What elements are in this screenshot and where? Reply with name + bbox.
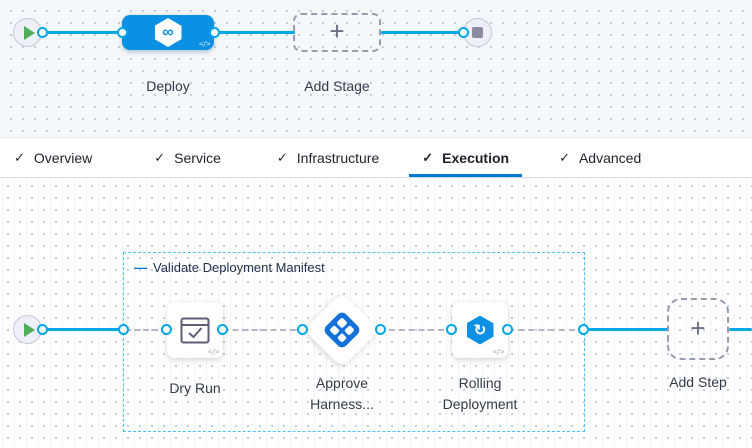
group-right-port — [578, 324, 589, 335]
rolling-deployment-icon: ↻ — [466, 315, 494, 345]
approval-icon — [322, 310, 362, 350]
stage-edge-addstage-end — [381, 31, 465, 34]
stage-node-deploy[interactable]: ∞ </> — [122, 15, 214, 50]
step-node-approve[interactable] — [303, 291, 381, 369]
plus-icon: + — [329, 16, 345, 46]
tab-label: Advanced — [578, 149, 642, 166]
collapse-group-icon[interactable]: — — [134, 260, 147, 275]
exec-edge-rolling-group — [508, 329, 585, 331]
step-label-dry-run: Dry Run — [169, 380, 221, 396]
check-icon: ✓ — [154, 149, 166, 165]
exec-edge-start — [42, 328, 125, 331]
stop-icon — [472, 27, 483, 38]
infinity-glyph: ∞ — [162, 23, 174, 41]
stage-edge-deploy-addstage — [212, 31, 295, 34]
add-step-label: Add Step — [669, 374, 727, 390]
dry-run-right-port — [217, 324, 228, 335]
dry-run-left-port — [161, 324, 172, 335]
step-group-boundary — [123, 252, 585, 432]
add-step-button[interactable]: + — [667, 298, 729, 360]
tab-label: Overview — [33, 149, 93, 166]
stage-edge-start-deploy — [42, 31, 124, 34]
stage-label-deploy: Deploy — [146, 78, 190, 94]
step-label-approve: Approve Harness... — [310, 375, 374, 412]
exec-start-port — [37, 324, 48, 335]
rolling-right-port — [502, 324, 513, 335]
add-stage-label: Add Stage — [304, 78, 370, 94]
code-icon: </> — [207, 348, 220, 356]
rolling-left-port — [446, 324, 457, 335]
step-group-title: Validate Deployment Manifest — [153, 260, 325, 275]
deploy-left-port — [117, 27, 128, 38]
approve-left-port — [297, 324, 308, 335]
exec-edge-dryrun-approve — [223, 329, 305, 331]
rollback-arrow-glyph: ↻ — [473, 321, 487, 339]
add-stage-button[interactable]: + — [293, 13, 381, 52]
harness-pipeline-icon: ∞ — [154, 18, 182, 47]
stage-config-tabs: ✓ Overview ✓ Service ✓ Infrastructure ✓ … — [0, 137, 752, 178]
stage-graph-canvas[interactable]: ∞ </> Deploy + Add Stage — [0, 0, 752, 137]
step-node-dry-run[interactable]: </> — [167, 302, 223, 358]
execution-graph-canvas[interactable]: — Validate Deployment Manifest </> Dry — [0, 178, 752, 448]
tab-label: Execution — [442, 149, 510, 166]
check-icon: ✓ — [559, 149, 570, 165]
group-left-port — [118, 324, 129, 335]
code-icon: </> — [198, 40, 211, 48]
exec-edge-approve-rolling — [379, 329, 454, 331]
code-icon: </> — [492, 348, 505, 356]
tab-infrastructure[interactable]: ✓ Infrastructure — [264, 138, 392, 177]
step-group-header: — Validate Deployment Manifest — [134, 260, 325, 275]
deploy-right-port — [209, 27, 220, 38]
check-icon: ✓ — [422, 149, 434, 165]
tab-label: Service — [174, 149, 221, 166]
exec-edge-group-addstep — [583, 328, 669, 331]
tab-overview[interactable]: ✓ Overview — [1, 138, 105, 177]
dry-run-icon — [180, 317, 210, 343]
check-icon: ✓ — [14, 149, 25, 165]
exec-edge-group-dryrun — [125, 329, 167, 331]
start-node-port — [37, 27, 48, 38]
step-label-rolling-deployment: Rolling Deployment — [442, 375, 518, 412]
play-icon — [24, 25, 35, 40]
approve-right-port — [375, 324, 386, 335]
tab-service[interactable]: ✓ Service — [141, 138, 234, 177]
tab-advanced[interactable]: ✓ Advanced — [546, 138, 654, 177]
approval-diamond — [303, 291, 381, 369]
step-node-rolling-deployment[interactable]: ↻ </> — [452, 302, 508, 358]
play-icon — [24, 322, 35, 337]
end-node-port — [458, 27, 469, 38]
plus-icon: + — [690, 312, 706, 343]
tab-label: Infrastructure — [296, 149, 380, 166]
tab-execution[interactable]: ✓ Execution — [409, 138, 523, 177]
check-icon: ✓ — [276, 149, 288, 165]
exec-edge-addstep-out — [729, 328, 752, 331]
